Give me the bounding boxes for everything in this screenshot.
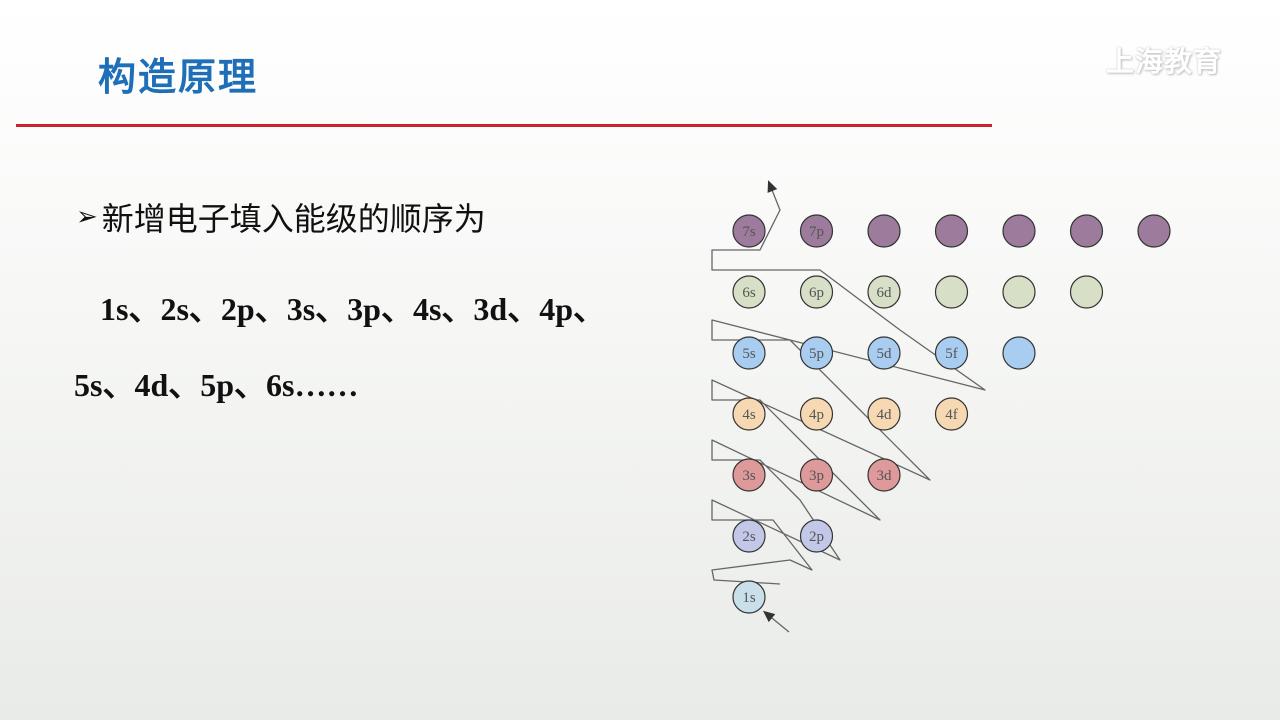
- bullet-text: 新增电子填入能级的顺序为: [101, 200, 486, 238]
- orbital-grid: 7s 7p 6s 6p 6d 5s 5p 5d 5f 4s 4p 4d 4f 3s 3p 3d 2s 2p 1s: [732, 214, 1171, 614]
- orbital-3p: [799, 458, 834, 492]
- orbital-label-4p: 4p: [809, 407, 824, 423]
- orbital-label-4s: 4s: [742, 407, 756, 423]
- orbital-n6-4: [1002, 275, 1036, 309]
- orbital-4d: [867, 397, 901, 431]
- orbital-n6-5: [1069, 275, 1104, 309]
- orbital-4s: [732, 397, 766, 431]
- orbital-label-5f: 5f: [945, 346, 958, 362]
- orbital-4p: [799, 397, 834, 431]
- slide-title: 构造原理: [98, 55, 259, 99]
- filling-order-path: [711, 180, 986, 633]
- orbital-label-6p: 6p: [809, 285, 824, 301]
- filling-path-segment: [762, 610, 790, 633]
- orbital-n7-5: [1069, 214, 1104, 248]
- orbital-4f: [934, 397, 969, 431]
- orbital-label-3d: 3d: [877, 468, 893, 484]
- orbital-label-5p: 5p: [809, 346, 824, 362]
- orbital-3d: [867, 458, 901, 492]
- orbital-label-2s: 2s: [742, 529, 756, 545]
- orbital-6p: [799, 275, 834, 309]
- sequence-line-2: 5s、4d、5p、6s……: [74, 367, 359, 403]
- orbital-5s: [732, 336, 766, 370]
- orbital-label-7p: 7p: [809, 224, 824, 240]
- orbital-label-4d: 4d: [877, 407, 893, 423]
- orbital-5p: [799, 336, 834, 370]
- orbital-n7-6: [1137, 214, 1171, 248]
- orbital-label-7s: 7s: [742, 224, 756, 240]
- orbital-3s: [732, 458, 766, 492]
- title-divider: [16, 124, 992, 127]
- orbital-6s: [732, 275, 766, 309]
- orbital-7s: [732, 214, 766, 248]
- orbital-label-1s: 1s: [742, 590, 756, 606]
- orbital-n7-3: [934, 214, 969, 248]
- filling-path-segment: [711, 180, 986, 585]
- orbital-2s: [732, 519, 766, 553]
- orbital-n7-4: [1002, 214, 1036, 248]
- orbital-2p: [799, 519, 834, 553]
- watermark-logo: 上海教育: [1106, 45, 1223, 78]
- orbital-5d: [867, 336, 901, 370]
- orbital-5f: [934, 336, 969, 370]
- sequence-line-1: 1s、2s、2p、3s、3p、4s、3d、4p、: [100, 291, 606, 327]
- orbital-label-4f: 4f: [945, 407, 958, 423]
- orbital-n6-3: [934, 275, 969, 309]
- orbital-6d: [867, 275, 901, 309]
- orbital-label-2p: 2p: [809, 529, 824, 545]
- orbital-7p: [799, 214, 834, 248]
- orbital-label-3p: 3p: [809, 468, 824, 484]
- arrow-bullet-icon: ➢: [76, 202, 98, 232]
- orbital-n5-4: [1002, 336, 1036, 370]
- orbital-n7-2: [867, 214, 901, 248]
- orbital-label-6s: 6s: [742, 285, 756, 301]
- bullet-point: ➢ 新增电子填入能级的顺序为: [76, 194, 486, 240]
- orbital-label-5d: 5d: [877, 346, 893, 362]
- orbital-label-5s: 5s: [742, 346, 756, 362]
- orbital-label-3s: 3s: [742, 468, 756, 484]
- orbital-label-6d: 6d: [877, 285, 893, 301]
- orbital-1s: [732, 580, 766, 614]
